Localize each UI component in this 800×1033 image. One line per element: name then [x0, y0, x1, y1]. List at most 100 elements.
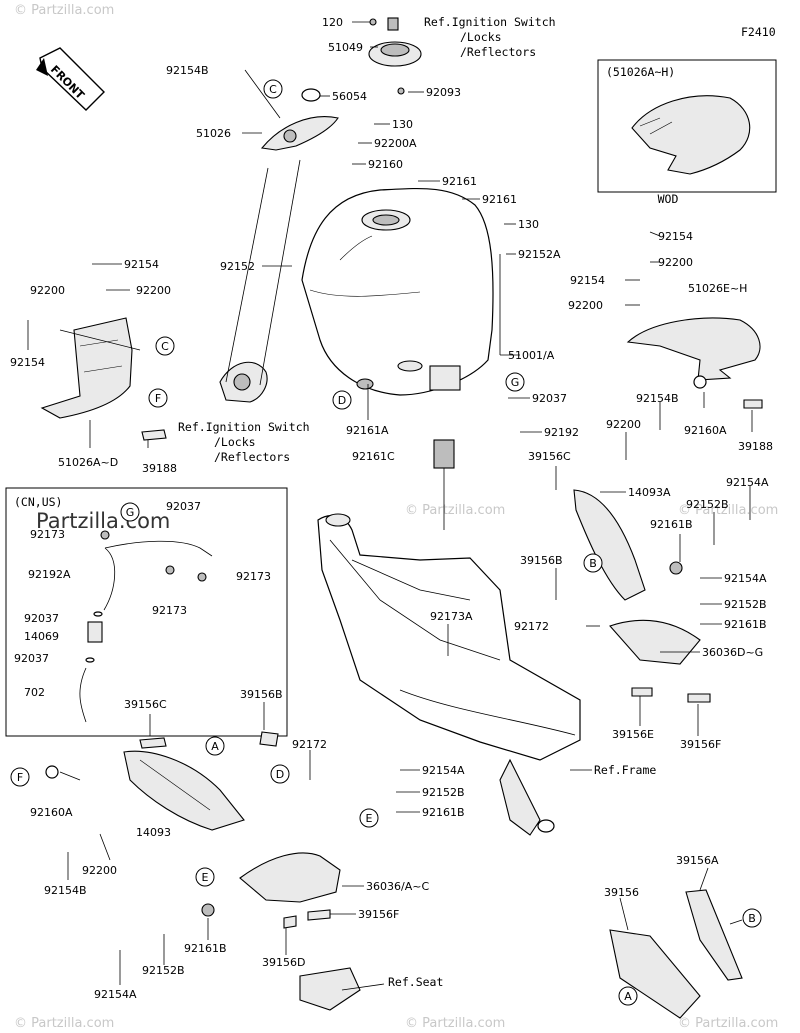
- ref-ignition-mid-2: /Locks: [214, 435, 256, 449]
- part-label: 92200: [658, 256, 693, 269]
- cover-14093a: [573, 489, 701, 665]
- callout-d: D: [338, 394, 346, 407]
- part-label: 92154: [10, 356, 45, 369]
- references: Ref.Ignition Switch /Locks /Reflectors R…: [178, 15, 656, 989]
- ref-ignition-mid-3: /Reflectors: [214, 450, 290, 464]
- callout-d: D: [276, 768, 284, 781]
- part-label: 702: [24, 686, 45, 699]
- part-label: 92161C: [352, 450, 395, 463]
- brand-watermark: Partzilla.com: [36, 509, 170, 533]
- lower-cover-14093: [123, 750, 245, 831]
- part-label: 92037: [166, 500, 201, 513]
- watermark: © Partzilla.com: [678, 503, 778, 518]
- part-label: 92093: [426, 86, 461, 99]
- callout-e: E: [202, 871, 209, 884]
- watermark: © Partzilla.com: [405, 503, 505, 518]
- inset-wod: (51026A~H) WOD: [597, 59, 777, 206]
- ignition-switch: [219, 361, 268, 403]
- inset-cn-us: (CN,US) Partzilla.com: [5, 487, 288, 737]
- part-label: 92173: [152, 604, 187, 617]
- part-label: 92160: [368, 158, 403, 171]
- fuel-tank: [301, 187, 494, 396]
- callout-e: E: [366, 812, 373, 825]
- pads: [45, 378, 711, 929]
- callouts: C C F D G B G A D F E E B A: [10, 79, 762, 1006]
- frame: [317, 513, 581, 836]
- part-label: 92154: [124, 258, 159, 271]
- part-label: 92152: [220, 260, 255, 273]
- part-labels: 120 51049 92093 92154B 56054 51026 130 9…: [10, 16, 773, 1001]
- part-label: 92152B: [724, 598, 767, 611]
- part-label: 92173: [30, 528, 65, 541]
- part-label: 92200: [30, 284, 65, 297]
- part-label: 92161B: [650, 518, 693, 531]
- ref-ignition-top-1: Ref.Ignition Switch: [424, 15, 556, 29]
- callout-f: F: [17, 771, 23, 784]
- ref-ignition-top-2: /Locks: [460, 30, 502, 44]
- part-label: 39156C: [528, 450, 571, 463]
- part-label: 92154B: [636, 392, 679, 405]
- watermark: © Partzilla.com: [14, 1016, 114, 1031]
- cover-39156a: [685, 889, 743, 981]
- part-label: 92192: [544, 426, 579, 439]
- part-label: 92200A: [374, 137, 417, 150]
- callout-c: C: [161, 340, 169, 353]
- part-label: 92200: [82, 864, 117, 877]
- part-label: 92154B: [44, 884, 87, 897]
- watermark: © Partzilla.com: [14, 3, 114, 18]
- inset-wod-caption: WOD: [658, 192, 679, 206]
- part-label: 130: [392, 118, 413, 131]
- part-label: 92192A: [28, 568, 71, 581]
- part-label: 14093: [136, 826, 171, 839]
- part-label: 92152A: [518, 248, 561, 261]
- part-label: 39188: [142, 462, 177, 475]
- front-arrow-icon: FRONT: [36, 47, 105, 111]
- part-label: 92161B: [184, 942, 227, 955]
- part-label: 14093A: [628, 486, 671, 499]
- part-label: 14069: [24, 630, 59, 643]
- part-label: 92161A: [346, 424, 389, 437]
- part-label: 92160A: [30, 806, 73, 819]
- part-label: 39156B: [240, 688, 283, 701]
- part-label: 92172: [514, 620, 549, 633]
- side-cover-51026e-h: [626, 317, 763, 409]
- part-label: 92152B: [686, 498, 729, 511]
- part-label: 39156: [604, 886, 639, 899]
- part-label: 92154A: [422, 764, 465, 777]
- ref-seat: Ref.Seat: [388, 975, 443, 989]
- part-label: 92161B: [724, 618, 767, 631]
- part-label: 92037: [14, 652, 49, 665]
- part-label: 92154A: [724, 572, 767, 585]
- ref-ignition-mid-1: Ref.Ignition Switch: [178, 420, 310, 434]
- part-label: 92173: [236, 570, 271, 583]
- part-label: 39156D: [262, 956, 305, 969]
- part-label: 39156F: [680, 738, 721, 751]
- part-label: 92154: [658, 230, 693, 243]
- part-label: 92161: [442, 175, 477, 188]
- seat-bracket: [239, 852, 361, 1011]
- diagram-code: F2410: [741, 25, 776, 39]
- part-label: 39156C: [124, 698, 167, 711]
- ref-ignition-top-3: /Reflectors: [460, 45, 536, 59]
- part-label: 92154A: [94, 988, 137, 1001]
- callout-a: A: [624, 990, 632, 1003]
- inset-cn-title: (CN,US): [14, 495, 62, 509]
- part-label: 92154B: [166, 64, 209, 77]
- part-label: 39156A: [676, 854, 719, 867]
- part-label: 51026A~D: [58, 456, 118, 469]
- part-label: 36036D~G: [702, 646, 763, 659]
- part-label: 92160A: [684, 424, 727, 437]
- leader-lines: [27, 21, 753, 991]
- part-label: 92152B: [142, 964, 185, 977]
- part-label: 92037: [24, 612, 59, 625]
- callout-a: A: [211, 740, 219, 753]
- callout-f: F: [155, 392, 161, 405]
- part-label: 39188: [738, 440, 773, 453]
- part-label: 92161B: [422, 806, 465, 819]
- part-label: 92161: [482, 193, 517, 206]
- ref-frame: Ref.Frame: [594, 763, 656, 777]
- part-label: 92172: [292, 738, 327, 751]
- part-label: 39156E: [612, 728, 654, 741]
- fuel-cap: [301, 17, 422, 102]
